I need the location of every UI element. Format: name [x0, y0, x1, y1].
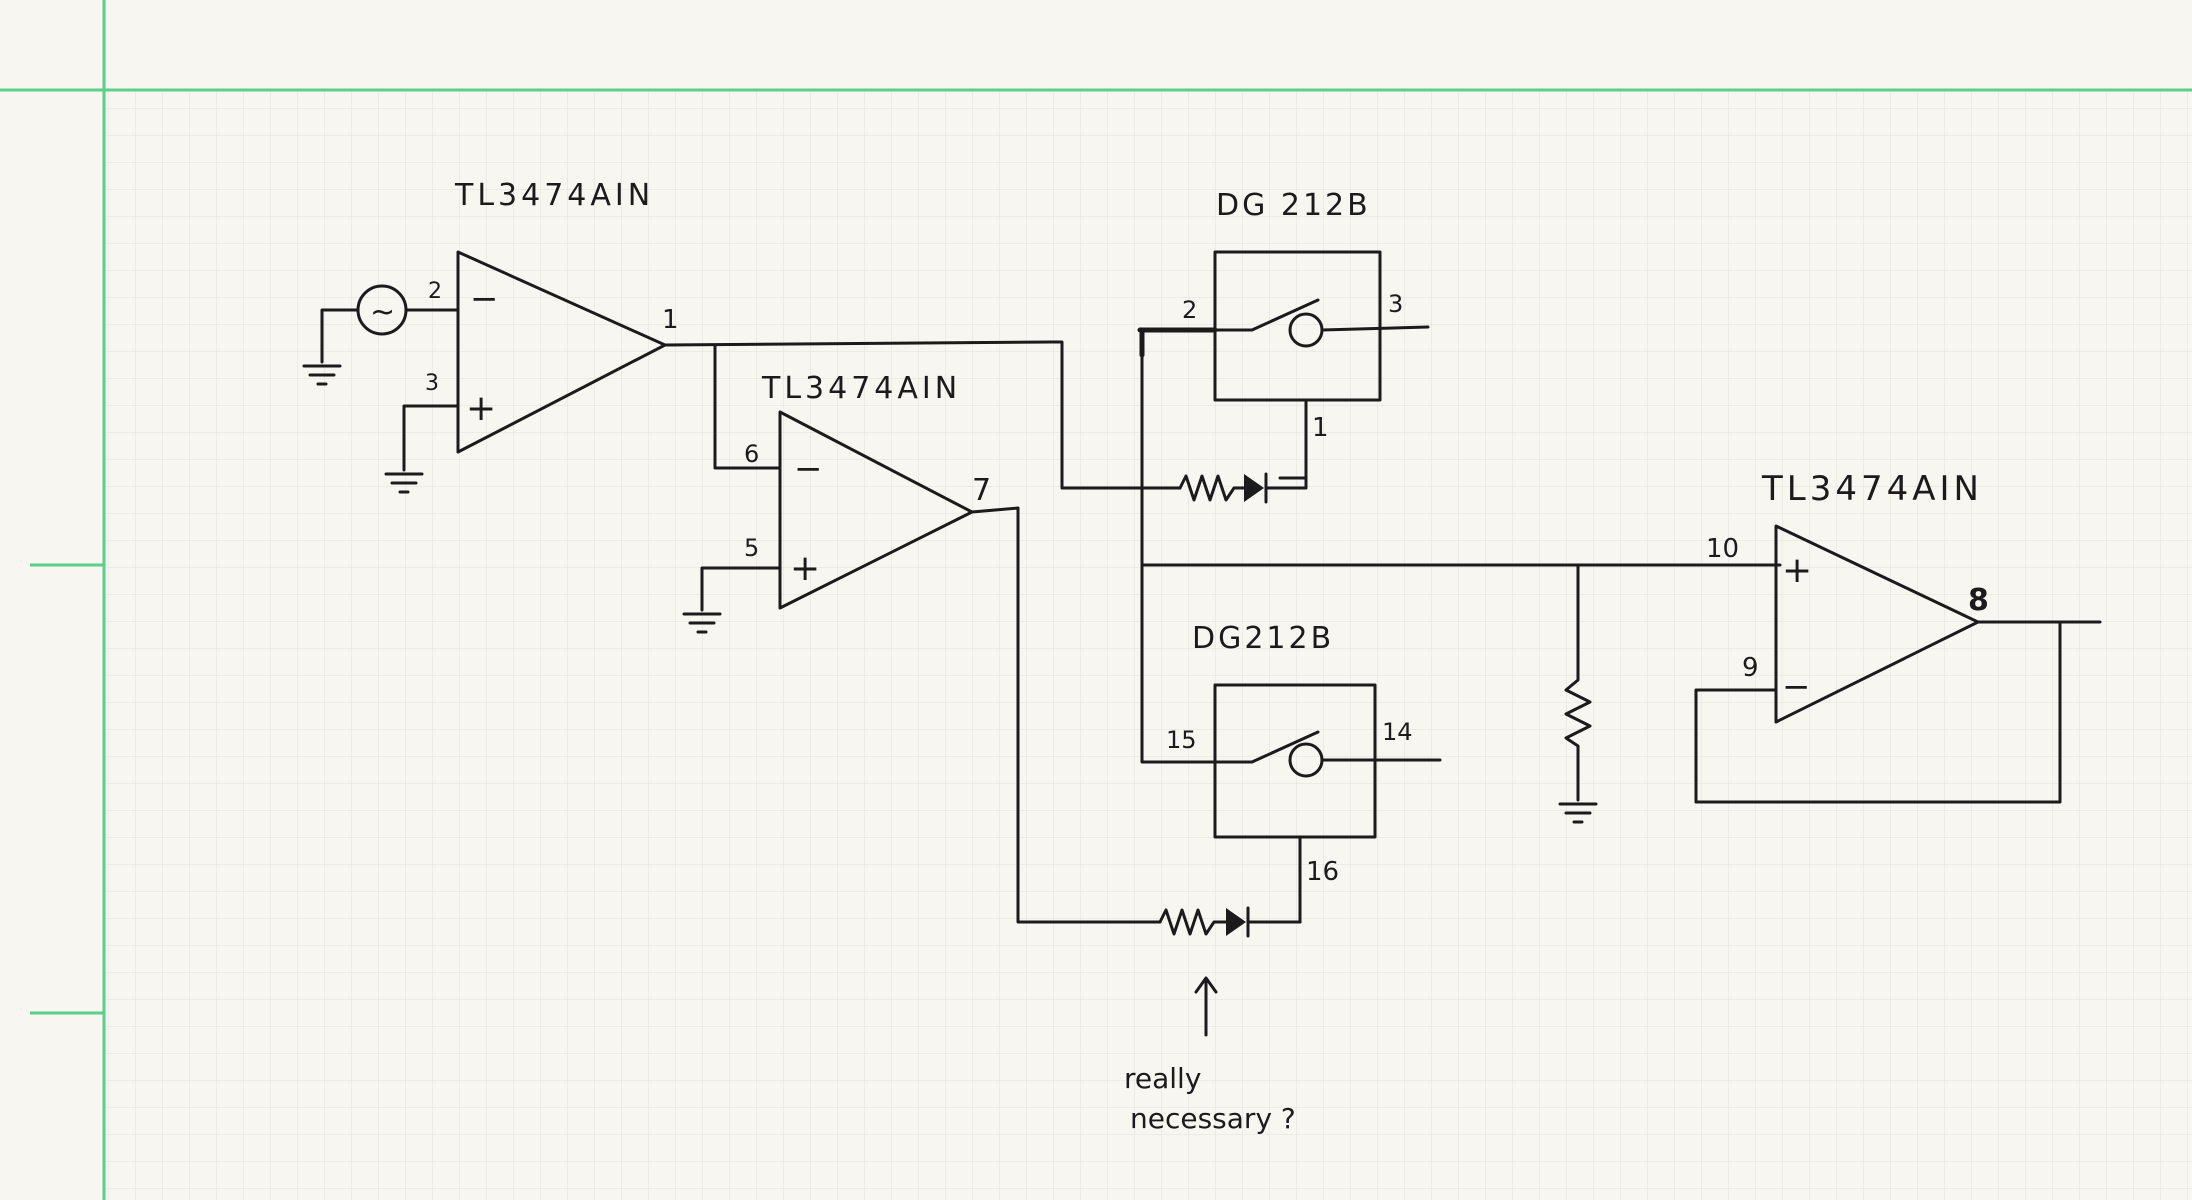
opamp-2-plus-sign: +	[790, 548, 820, 589]
wire-opamp3-feedback	[1694, 620, 2062, 804]
opamp-1-minus-sign: −	[470, 279, 499, 319]
switch-1-box	[1213, 250, 1382, 402]
annotation: really necessary ?	[1124, 976, 1296, 1135]
ground-symbol-1	[302, 364, 342, 386]
switch-1-pin-2: 2	[1182, 296, 1197, 324]
opamp-2-label: TL3474AIN	[761, 371, 961, 406]
opamp-2-triangle	[778, 410, 974, 610]
switch-1-pin-1: 1	[1312, 413, 1329, 443]
switch-2-pin-15: 15	[1166, 726, 1197, 754]
switch-2-pin-14: 14	[1382, 718, 1413, 746]
opamp-1-pin-2: 2	[428, 279, 442, 304]
switch-1-pin-3: 3	[1388, 290, 1403, 318]
wire-out1-to-pin6	[713, 343, 782, 470]
opamp-2-pin-5: 5	[744, 534, 759, 562]
opamp-2-pin-6: 6	[744, 440, 759, 468]
wire-bus-to-switch1	[1137, 327, 1218, 358]
resistor-1	[1178, 474, 1246, 502]
annotation-line-1: really	[1124, 1062, 1201, 1095]
opamp-1: TL3474AIN − + 2 3 1	[425, 178, 679, 454]
opamp-3-plus-sign: +	[1782, 550, 1812, 591]
ac-source-symbol: ~	[370, 295, 395, 330]
wire-switch1-pin3	[1320, 325, 1430, 332]
switch-1: DG 212B 2 3 1	[1182, 188, 1430, 480]
wire-out1-to-diode1	[1048, 340, 1182, 490]
opamp-1-plus-sign: +	[466, 388, 496, 429]
annotation-line-2: necessary ?	[1130, 1102, 1296, 1135]
opamp-3-pin-9: 9	[1742, 653, 1759, 683]
resistor-2	[1158, 908, 1228, 936]
opamp-1-triangle	[456, 250, 667, 454]
opamp-2-pin-7: 7	[972, 473, 991, 508]
opamp-3-label: TL3474AIN	[1761, 469, 1983, 509]
opamp-3-minus-sign: −	[1782, 667, 1811, 707]
pulldown-resistor	[1564, 563, 1592, 802]
annotation-arrow	[1194, 976, 1218, 1037]
switch-1-label: DG 212B	[1216, 188, 1371, 223]
opamp-1-pin-1: 1	[662, 305, 679, 335]
opamp-1-pin-3: 3	[425, 371, 439, 396]
diode-1	[1244, 474, 1264, 502]
wire-pin3-to-ground	[402, 404, 460, 472]
wire-source-to-ground	[320, 308, 360, 364]
switch-2-label: DG212B	[1192, 621, 1334, 656]
switch-2-blade	[1213, 730, 1320, 764]
opamp-3-pin-10: 10	[1706, 534, 1739, 564]
opamp-2-minus-sign: −	[794, 449, 823, 489]
resistor-3	[1564, 563, 1592, 802]
wire-opamp2-output	[970, 506, 1162, 924]
ground-symbol-4	[1558, 802, 1598, 824]
opamp-2: TL3474AIN − + 6 5 7	[744, 371, 991, 610]
opamp-3-triangle	[1774, 524, 1980, 724]
switch-2: DG212B 15 14 16	[1166, 621, 1442, 924]
opamp-1-label: TL3474AIN	[454, 178, 654, 213]
resistor-diode-1	[1178, 472, 1308, 504]
resistor-diode-2	[1158, 906, 1302, 938]
ac-source: ~	[356, 284, 408, 336]
wire-pin5-to-ground	[700, 566, 782, 612]
ground-symbol-2	[384, 472, 424, 494]
ground-symbol-3	[682, 612, 722, 634]
switch-1-blade	[1213, 298, 1320, 332]
paper-grid	[104, 90, 2192, 1200]
switch-2-pin-16: 16	[1306, 857, 1339, 887]
wire-opamp1-output	[663, 340, 1052, 347]
diode-2	[1226, 908, 1246, 936]
opamp-3: TL3474AIN + − 10 9 8	[1706, 469, 1989, 724]
opamp-3-pin-8: 8	[1968, 583, 1989, 618]
wire-common-node	[1140, 353, 1217, 764]
